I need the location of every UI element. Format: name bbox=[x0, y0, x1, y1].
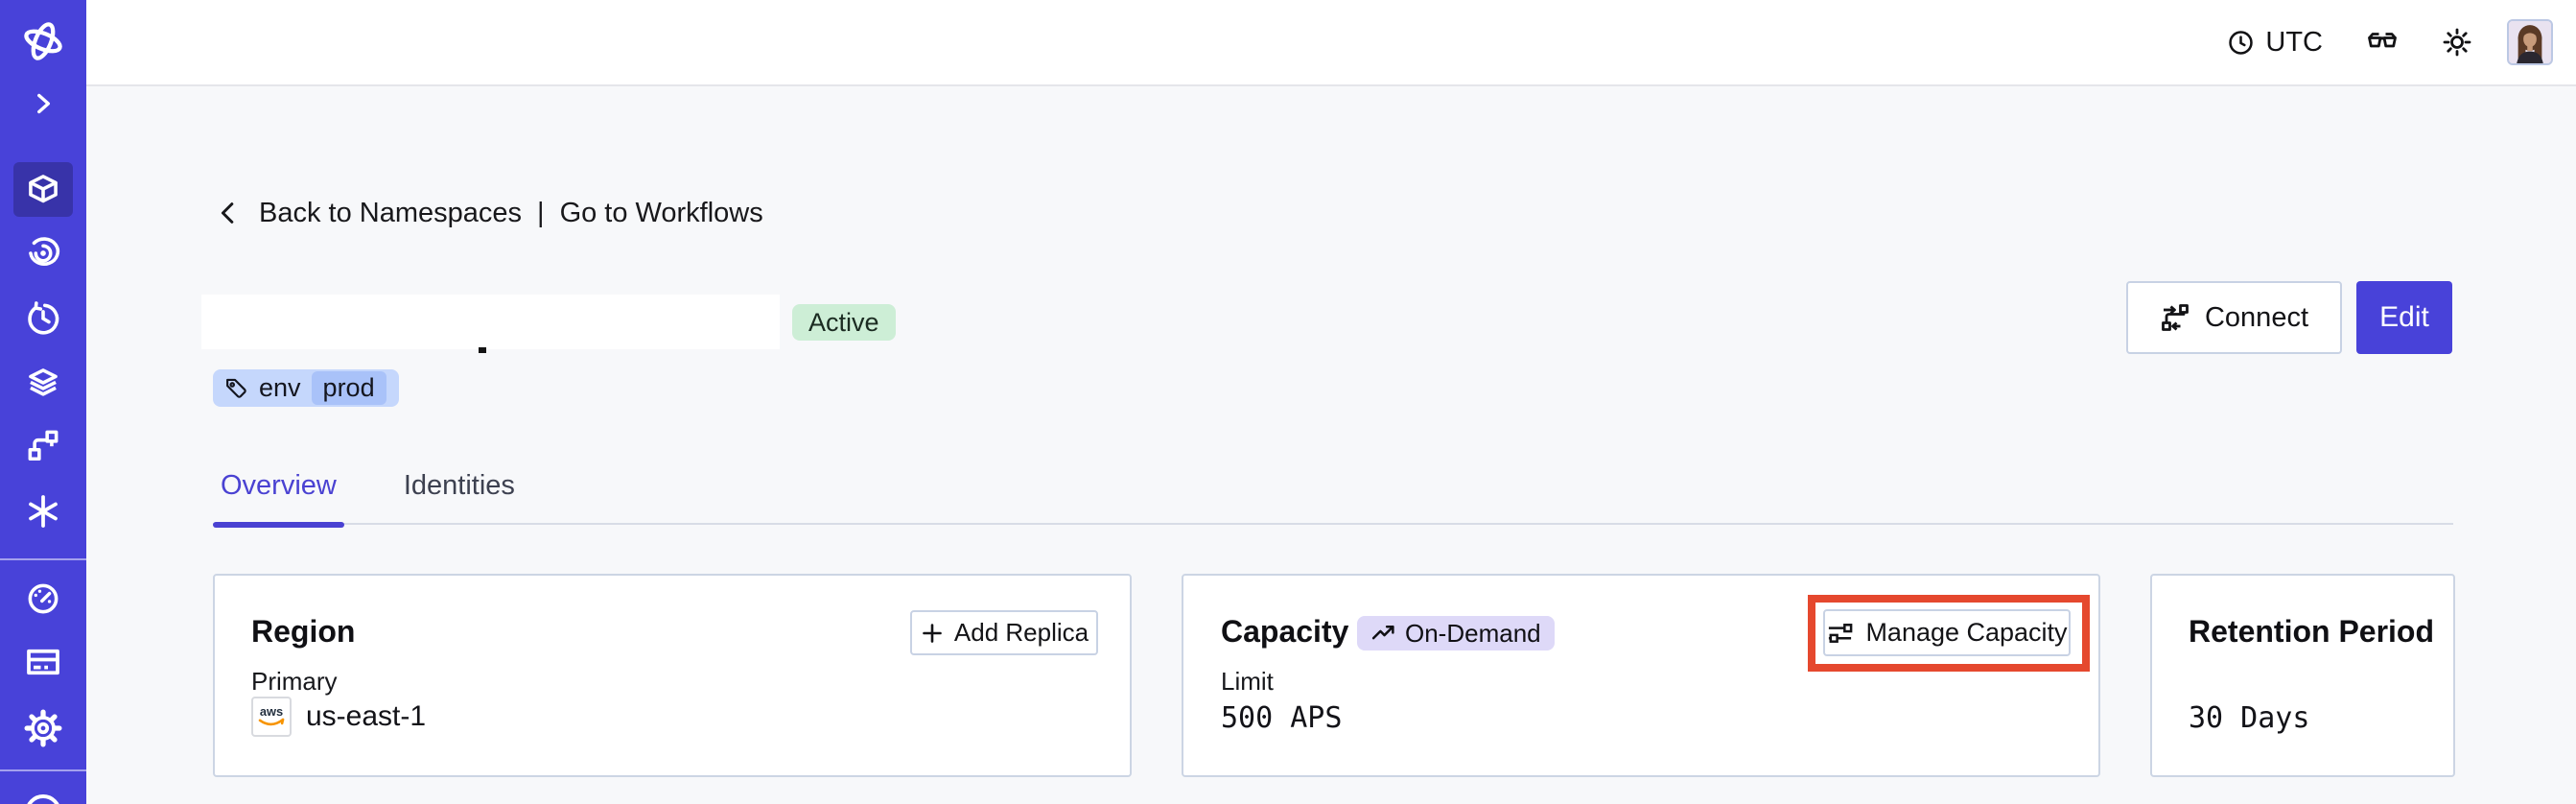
capacity-card: Capacity On-Demand Manage Capacity Limit… bbox=[1182, 574, 2100, 777]
topbar: UTC bbox=[86, 0, 2576, 86]
glasses-icon[interactable] bbox=[2367, 27, 2398, 58]
sidebar-item-usage[interactable] bbox=[0, 571, 86, 627]
sidebar-item-expand[interactable] bbox=[0, 76, 86, 131]
connect-flow-icon bbox=[2160, 302, 2190, 333]
tab-bar: Overview Identities bbox=[213, 466, 2453, 528]
region-row-label: Primary bbox=[251, 667, 338, 696]
ondemand-badge: On-Demand bbox=[1357, 616, 1555, 650]
capacity-row-label: Limit bbox=[1221, 667, 1274, 696]
sidebar-item-billing[interactable] bbox=[0, 634, 86, 690]
sidebar-divider bbox=[0, 769, 86, 771]
sidebar-item-logo[interactable] bbox=[0, 13, 86, 69]
retention-value: 30 Days bbox=[2189, 701, 2310, 735]
sidebar-item-schedules[interactable] bbox=[0, 291, 86, 346]
manage-capacity-label: Manage Capacity bbox=[1865, 618, 2068, 647]
svg-text:aws: aws bbox=[260, 704, 283, 719]
gauge-icon bbox=[25, 580, 61, 617]
chevron-left-icon bbox=[215, 199, 244, 227]
aws-logo-icon: aws bbox=[251, 697, 292, 737]
chevron-right-icon bbox=[27, 87, 59, 120]
retention-card-title: Retention Period bbox=[2189, 614, 2435, 649]
region-card: Region Add Replica Primary aws us-east-1 bbox=[213, 574, 1132, 777]
sidebar-item-namespaces[interactable] bbox=[0, 161, 86, 217]
trending-up-icon bbox=[1370, 621, 1396, 647]
timer-icon bbox=[25, 300, 61, 337]
sidebar-item-pipelines[interactable] bbox=[0, 417, 86, 473]
sidebar-item-settings[interactable] bbox=[0, 700, 86, 756]
support-icon[interactable] bbox=[25, 794, 61, 804]
region-value-row: aws us-east-1 bbox=[251, 697, 426, 737]
region-card-title: Region bbox=[251, 614, 356, 649]
sidebar-item-deployments[interactable] bbox=[0, 355, 86, 411]
connect-button[interactable]: Connect bbox=[2126, 281, 2342, 354]
sliders-icon bbox=[1826, 619, 1854, 647]
retention-card: Retention Period 30 Days bbox=[2150, 574, 2455, 777]
avatar[interactable] bbox=[2507, 19, 2553, 65]
status-badge: Active bbox=[792, 304, 896, 341]
brightness-icon[interactable] bbox=[2442, 27, 2472, 58]
sidebar-item-spiral[interactable] bbox=[0, 225, 86, 281]
gear-icon bbox=[24, 709, 62, 747]
clock-icon bbox=[2228, 30, 2254, 56]
breadcrumb-separator: | bbox=[537, 197, 545, 228]
tab-identities[interactable]: Identities bbox=[403, 470, 515, 501]
region-value: us-east-1 bbox=[306, 700, 427, 732]
capacity-card-title: Capacity bbox=[1221, 614, 1349, 649]
add-replica-label: Add Replica bbox=[953, 618, 1089, 647]
tab-overview[interactable]: Overview bbox=[213, 466, 344, 528]
go-to-workflows-link[interactable]: Go to Workflows bbox=[559, 197, 763, 228]
breadcrumb[interactable]: Back to Namespaces | Go to Workflows bbox=[215, 194, 763, 232]
timezone-label: UTC bbox=[2265, 26, 2323, 58]
tag-icon bbox=[224, 376, 248, 400]
namespace-title-remnant bbox=[479, 347, 486, 353]
namespace-tag[interactable]: env prod bbox=[213, 369, 399, 407]
manage-capacity-button[interactable]: Manage Capacity bbox=[1823, 609, 2071, 656]
timezone-selector[interactable]: UTC bbox=[2228, 27, 2323, 59]
credit-card-icon bbox=[24, 643, 62, 681]
pipeline-icon bbox=[25, 427, 61, 463]
asterisk-icon bbox=[24, 492, 62, 531]
ondemand-label: On-Demand bbox=[1405, 618, 1541, 648]
layers-icon bbox=[25, 365, 61, 401]
edit-button[interactable]: Edit bbox=[2356, 281, 2452, 354]
plus-icon bbox=[920, 621, 945, 646]
add-replica-button[interactable]: Add Replica bbox=[910, 610, 1098, 655]
tag-key: env bbox=[259, 373, 301, 402]
sidebar-item-nexus[interactable] bbox=[0, 484, 86, 539]
sidebar-divider bbox=[0, 558, 86, 560]
cube-icon bbox=[25, 171, 61, 207]
back-to-namespaces-link[interactable]: Back to Namespaces bbox=[259, 197, 523, 228]
capacity-value: 500 APS bbox=[1221, 701, 1343, 735]
namespace-title-redacted bbox=[201, 295, 780, 349]
spiral-icon bbox=[25, 235, 61, 272]
connect-label: Connect bbox=[2204, 301, 2308, 333]
temporal-logo-icon bbox=[21, 19, 65, 63]
annotation-highlight-box: Manage Capacity bbox=[1808, 595, 2090, 672]
sidebar bbox=[0, 0, 86, 804]
tag-value-chip: prod bbox=[311, 371, 386, 405]
edit-label: Edit bbox=[2379, 301, 2429, 333]
